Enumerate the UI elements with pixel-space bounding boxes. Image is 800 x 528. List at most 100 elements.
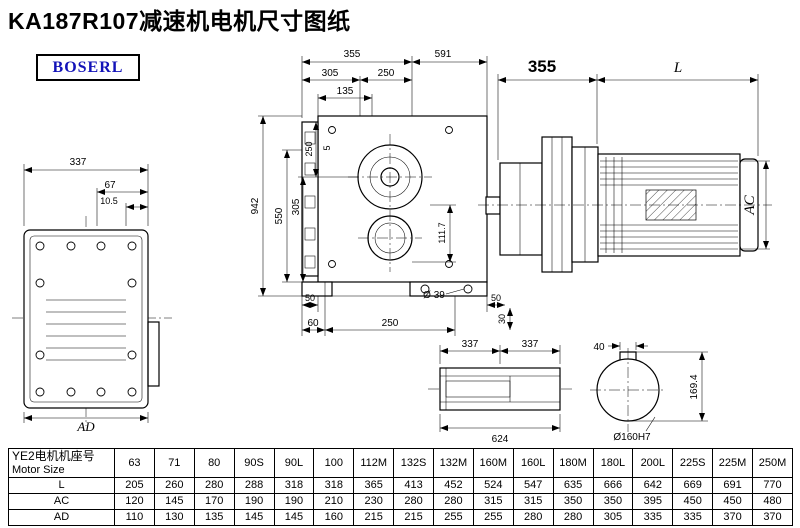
bore-detail-view: 40 169.4 Ø160H7 (590, 342, 708, 443)
dim-main-250-left: 250 (304, 141, 314, 156)
dim-front-67: 67 (104, 180, 116, 191)
col-header-90L: 90L (273, 448, 315, 478)
main-view: 355 591 305 250 135 942 550 305 250 5 11… (250, 49, 513, 336)
technical-drawing: 337 67 10.5 AD (12, 49, 772, 445)
front-view: 337 67 10.5 AD (12, 157, 172, 434)
dim-main-355: 355 (344, 49, 361, 60)
table-cell: 315 (472, 493, 514, 510)
table-cell: 335 (672, 509, 714, 526)
col-header-180M: 180M (552, 448, 594, 478)
dim-bore-dia160: Ø160H7 (613, 432, 651, 443)
col-header-100: 100 (313, 448, 355, 478)
dim-main-942: 942 (250, 197, 261, 214)
table-cell: 370 (712, 509, 753, 526)
dim-main-30: 30 (497, 314, 507, 324)
table-cell: 210 (313, 493, 355, 510)
dim-main-591: 591 (435, 49, 452, 60)
dim-main-60: 60 (307, 318, 319, 329)
table-cell: 170 (193, 493, 235, 510)
dim-shaft-624: 624 (492, 434, 509, 445)
brand-logo: BOSERL (36, 54, 140, 81)
table-cell: 450 (712, 493, 753, 510)
table-cell: 280 (393, 493, 434, 510)
table-cell: 230 (353, 493, 395, 510)
motor-size-header-en: Motor Size (12, 464, 65, 476)
table-cell: 110 (114, 509, 155, 526)
table-cell: 280 (193, 477, 235, 494)
table-cell: 635 (552, 477, 594, 494)
col-header-160L: 160L (512, 448, 554, 478)
table-cell: 350 (552, 493, 594, 510)
dim-bore-169-4: 169.4 (689, 374, 700, 399)
dim-main-50-right: 50 (491, 293, 501, 303)
motor-size-header-cn: YE2电机机座号 (12, 449, 95, 464)
table-cell: 642 (632, 477, 674, 494)
dim-main-550: 550 (274, 207, 285, 224)
dim-main-135: 135 (337, 86, 354, 97)
col-header-160M: 160M (472, 448, 514, 478)
dim-side-AC: AC (742, 194, 758, 215)
dim-bore-40: 40 (593, 342, 605, 353)
table-cell: 145 (153, 493, 195, 510)
dim-main-111-7: 111.7 (437, 222, 447, 243)
row-label-L: L (8, 477, 115, 494)
table-cell: 260 (153, 477, 195, 494)
side-view: 355 L AC (478, 57, 772, 273)
table-cell: 524 (472, 477, 514, 494)
dim-front-10-5: 10.5 (100, 196, 118, 206)
table-cell: 160 (313, 509, 355, 526)
table-cell: 215 (353, 509, 395, 526)
col-header-132S: 132S (393, 448, 434, 478)
table-cell: 370 (752, 509, 793, 526)
dim-main-250-bottom: 250 (382, 318, 399, 329)
table-cell: 365 (353, 477, 395, 494)
col-header-180L: 180L (592, 448, 634, 478)
col-header-90S: 90S (233, 448, 275, 478)
dim-main-305-top: 305 (322, 68, 339, 79)
main-view-bolt-holes (328, 126, 473, 294)
dim-shaft-337-left: 337 (462, 339, 479, 350)
dim-side-355: 355 (528, 57, 556, 76)
table-cell: 190 (273, 493, 315, 510)
col-header-63: 63 (114, 448, 155, 478)
table-cell: 280 (433, 493, 474, 510)
table-cell: 215 (393, 509, 434, 526)
table-cell: 145 (273, 509, 315, 526)
table-cell: 255 (433, 509, 474, 526)
table-cell: 350 (592, 493, 634, 510)
table-cell: 255 (472, 509, 514, 526)
dim-side-L: L (673, 60, 682, 76)
table-cell: 770 (752, 477, 793, 494)
table-cell: 666 (592, 477, 634, 494)
table-cell: 190 (233, 493, 275, 510)
page-title: KA187R107减速机电机尺寸图纸 (8, 8, 351, 34)
table-cell: 318 (273, 477, 315, 494)
shaft-detail-view: 337 337 624 (428, 339, 572, 445)
table-cell: 450 (672, 493, 714, 510)
row-label-AD: AD (8, 509, 115, 526)
table-cell: 130 (153, 509, 195, 526)
table-cell: 413 (393, 477, 434, 494)
col-header-225S: 225S (672, 448, 714, 478)
table-cell: 205 (114, 477, 155, 494)
col-header-132M: 132M (433, 448, 474, 478)
dim-front-ad: AD (76, 419, 95, 434)
col-header-200L: 200L (632, 448, 674, 478)
table-cell: 135 (193, 509, 235, 526)
table-cell: 315 (512, 493, 554, 510)
table-cell: 669 (672, 477, 714, 494)
table-cell: 691 (712, 477, 753, 494)
table-cell: 335 (632, 509, 674, 526)
col-header-71: 71 (153, 448, 195, 478)
dim-front-337: 337 (70, 157, 87, 168)
col-header-225M: 225M (712, 448, 753, 478)
row-label-AC: AC (8, 493, 115, 510)
dim-main-5: 5 (322, 145, 332, 150)
table-cell: 145 (233, 509, 275, 526)
